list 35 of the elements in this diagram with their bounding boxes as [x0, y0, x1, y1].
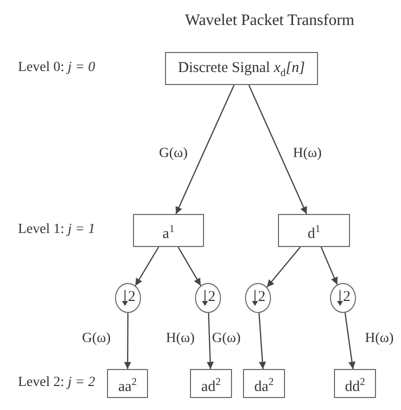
downsampler-circle [330, 283, 356, 313]
downsample-factor: 2 [258, 289, 266, 306]
coefficient-box: da$^{2}$ [243, 369, 285, 398]
arrow [178, 246, 202, 286]
arrow [124, 313, 132, 369]
downsample-factor: 2 [208, 289, 216, 306]
downsample-factor: 2 [128, 289, 136, 306]
arrow [175, 84, 235, 214]
diagram-title: Wavelet Packet Transform [185, 12, 354, 30]
level-label: Level 1: j = 1 [18, 222, 96, 238]
edge-label: H(ω) [364, 331, 395, 347]
level-label: Level 0: j = 0 [18, 60, 96, 76]
coefficient-box: ad$^{2}$ [190, 369, 232, 398]
edge-label: G(ω) [158, 146, 189, 162]
coefficient-box: aa$^{2}$ [107, 369, 148, 398]
downsample-factor: 2 [343, 289, 350, 306]
downsampler-circle [115, 283, 141, 313]
arrow [248, 84, 308, 214]
downsampler-circle [195, 283, 221, 313]
edge-label: H(ω) [165, 331, 196, 347]
coefficient-box: a$^{1}$ [133, 214, 204, 247]
arrow [266, 246, 301, 288]
signal-box: Discrete Signal x$_{d}$[n] [165, 52, 318, 85]
arrow [206, 312, 214, 370]
arrow [258, 312, 266, 370]
arrow [134, 246, 160, 286]
edge-label: G(ω) [81, 331, 112, 347]
coefficient-box: d$^{1}$ [278, 214, 350, 247]
arrow [320, 246, 338, 285]
edge-label: H(ω) [292, 146, 323, 162]
level-label: Level 2: j = 2 [18, 375, 96, 391]
edge-label: G(ω) [211, 331, 242, 347]
coefficient-box: dd$^{2}$ [334, 369, 376, 398]
downsampler-circle [245, 283, 271, 313]
arrow [344, 312, 356, 370]
